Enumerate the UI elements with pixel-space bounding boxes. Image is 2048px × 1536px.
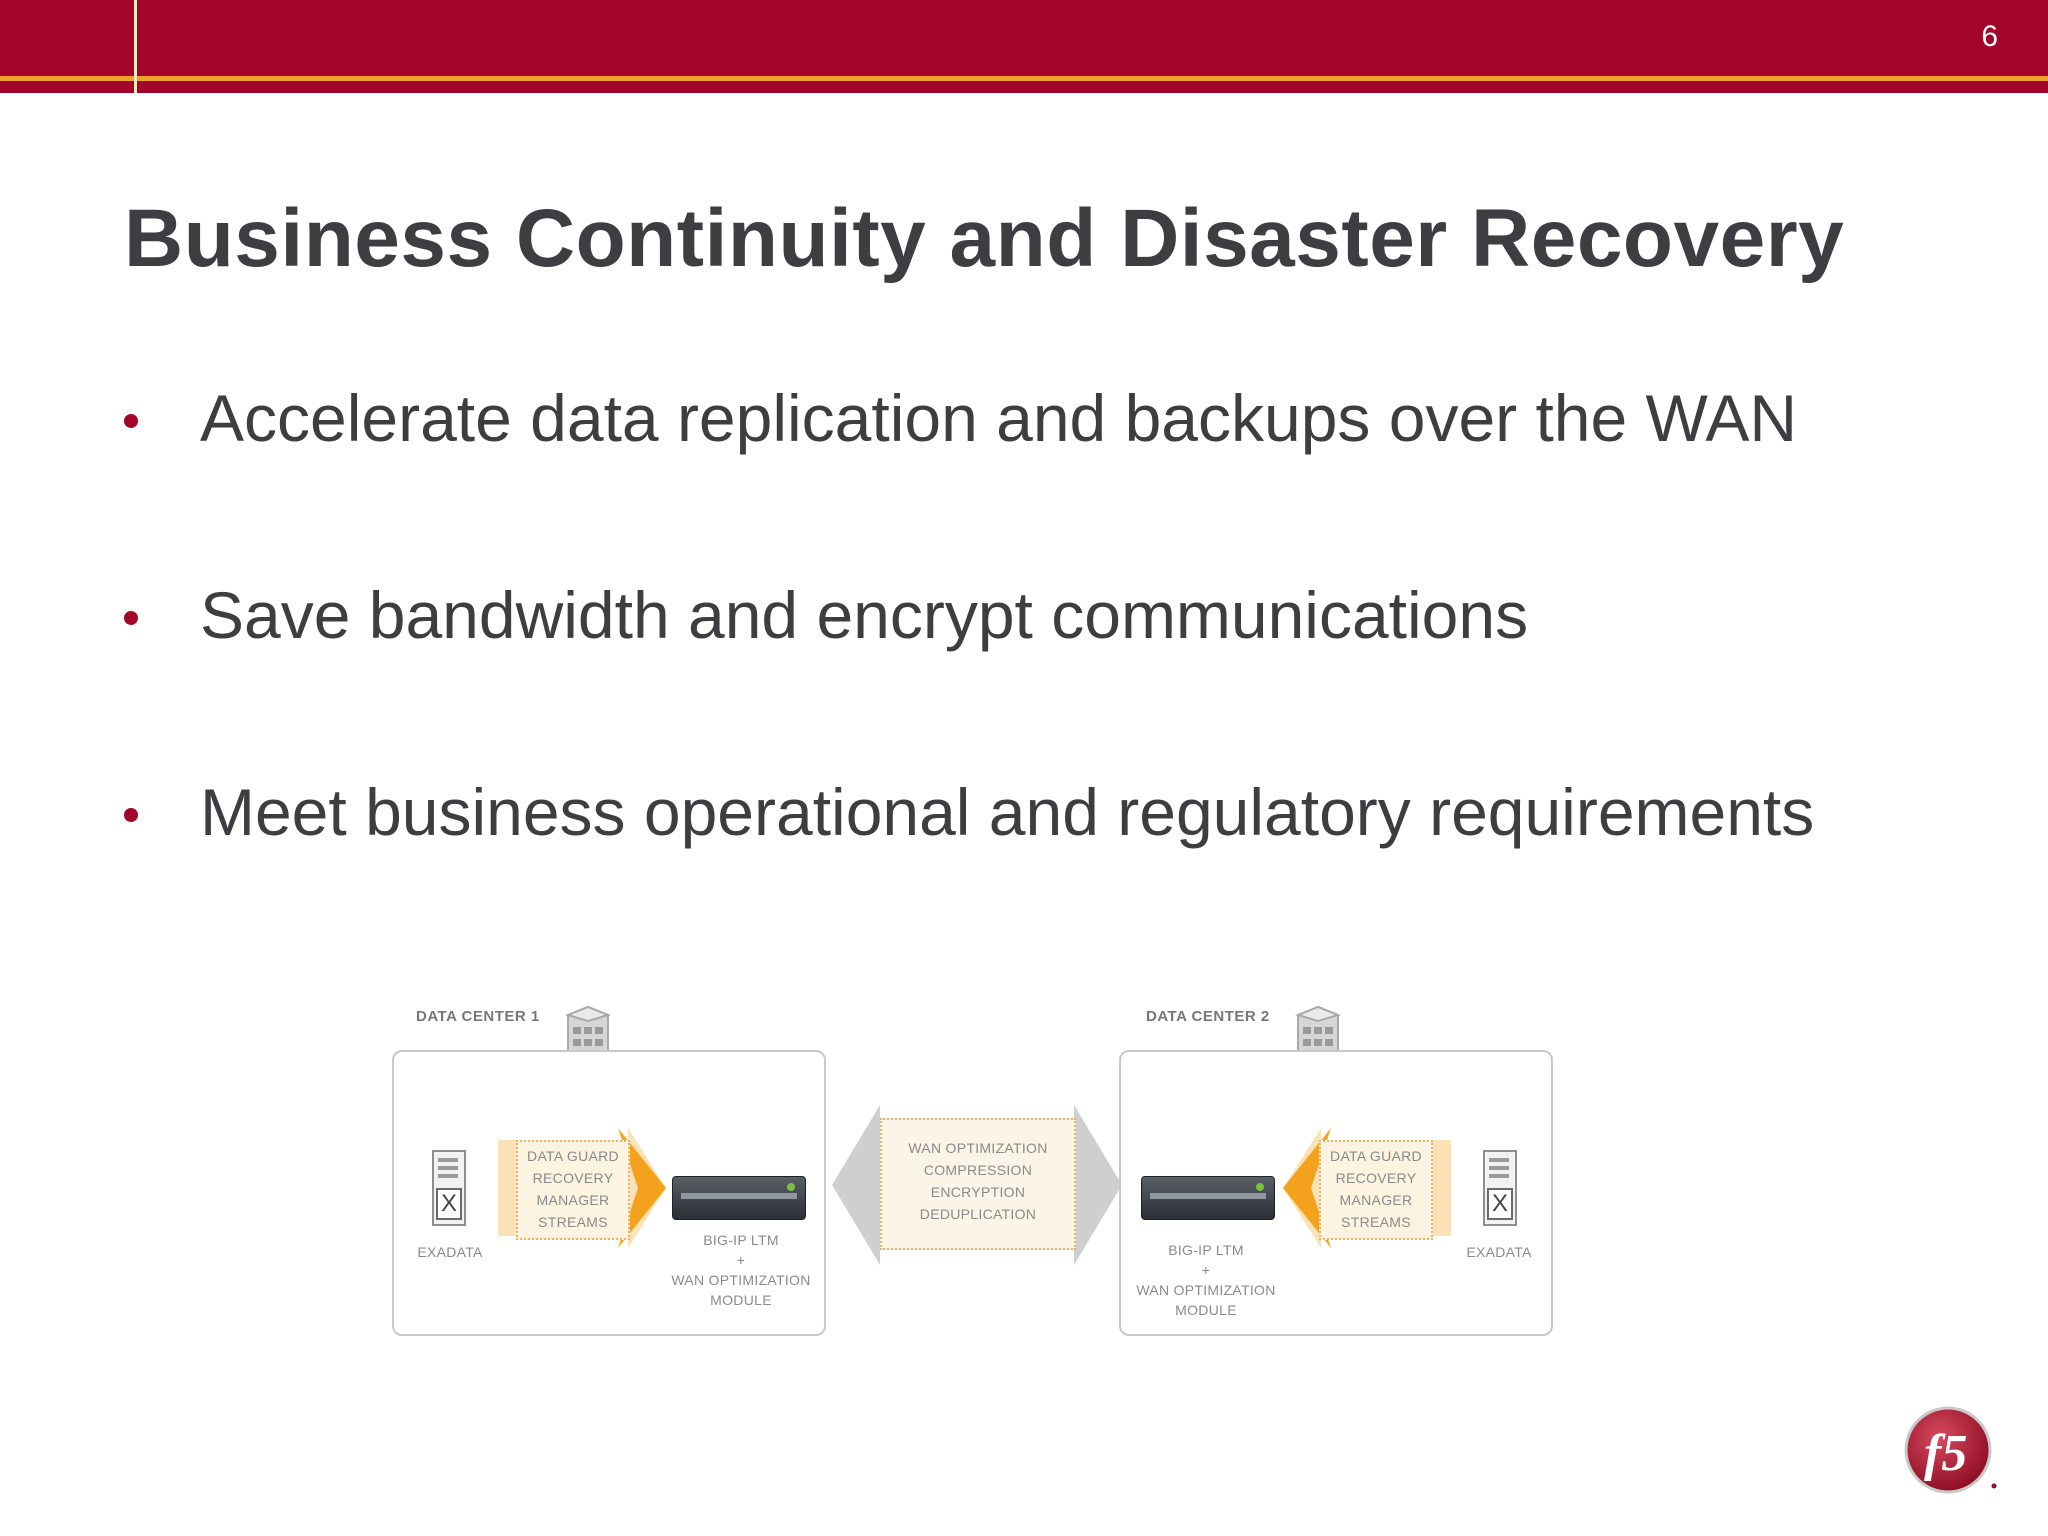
device-label-line: BIG-IP LTM — [1168, 1242, 1244, 1258]
stream-box: DATA GUARD RECOVERY MANAGER STREAMS — [1319, 1140, 1433, 1240]
dc1-label: DATA CENTER 1 — [416, 1008, 540, 1025]
bullet-dot — [124, 808, 138, 822]
device-label-line: MODULE — [710, 1292, 772, 1308]
bullet-text: Meet business operational and regulatory… — [200, 775, 1815, 849]
page-number: 6 — [1981, 20, 1998, 53]
device-label-line: MODULE — [1175, 1302, 1237, 1318]
bullet-text: Accelerate data replication and backups … — [200, 381, 1798, 455]
wan-optimization-box: WAN OPTIMIZATION COMPRESSION ENCRYPTION … — [880, 1118, 1076, 1250]
header-divider — [134, 0, 137, 93]
replication-diagram: DATA CENTER 1 X EXADATA DATA GUARD RECOV… — [390, 995, 1560, 1350]
exadata-label: EXADATA — [417, 1244, 483, 1260]
dc2-label: DATA CENTER 2 — [1146, 1008, 1270, 1025]
data-center-1-box: X EXADATA DATA GUARD RECOVERY MANAGER ST… — [392, 1050, 826, 1336]
bullet-dot — [124, 414, 138, 428]
stream-box: DATA GUARD RECOVERY MANAGER STREAMS — [516, 1140, 630, 1240]
exadata-server-icon: X — [1483, 1150, 1517, 1226]
f5-logo: f5 — [1904, 1406, 1997, 1494]
header-bar-lower — [0, 81, 2048, 93]
bullet-text: Save bandwidth and encrypt communication… — [200, 578, 1529, 652]
big-ip-device-icon — [672, 1176, 806, 1220]
device-label-line: WAN OPTIMIZATION — [1136, 1282, 1276, 1298]
device-label-line: WAN OPTIMIZATION — [671, 1272, 811, 1288]
device-label-line: + — [1201, 1262, 1211, 1278]
slide-title: Business Continuity and Disaster Recover… — [124, 193, 1845, 284]
data-center-building-icon — [1294, 1005, 1342, 1061]
exadata-server-icon: X — [432, 1150, 466, 1226]
big-ip-device-icon — [1141, 1176, 1275, 1220]
svg-text:f5: f5 — [1924, 1425, 1967, 1482]
header-bar — [0, 0, 2048, 76]
exadata-label: EXADATA — [1466, 1244, 1532, 1260]
device-label-line: + — [736, 1252, 746, 1268]
bullet-dot — [124, 611, 138, 625]
data-center-2-box: BIG-IP LTM + WAN OPTIMIZATION MODULE DAT… — [1119, 1050, 1553, 1336]
device-label-line: BIG-IP LTM — [703, 1232, 779, 1248]
header-accent-line — [0, 76, 2048, 81]
